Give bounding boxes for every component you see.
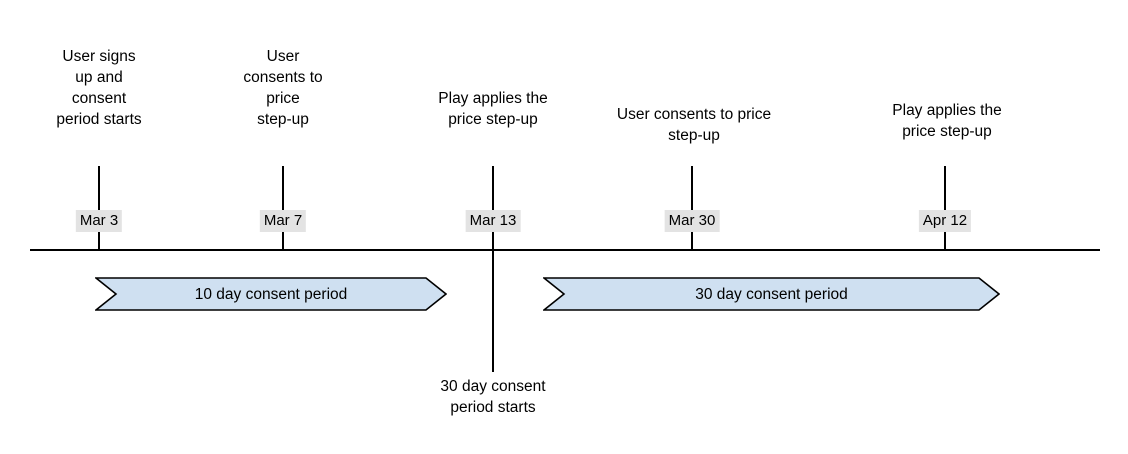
event-label-mar-30: User consents to price step-up: [616, 106, 772, 144]
date-chip-apr-12: Apr 12: [918, 210, 972, 232]
below-label-30-day-start: 30 day consent period starts: [440, 378, 546, 416]
date-chip-mar-30: Mar 30: [664, 210, 720, 232]
chevron-shape-30-day: [543, 277, 1000, 311]
date-chip-mar-7: Mar 7: [259, 210, 307, 232]
period-label-30-day: 30 day consent period: [695, 285, 848, 303]
event-label-apr-12: Play applies the price step-up: [892, 102, 1002, 140]
event-label-mar-7: User consents to price step-up: [243, 48, 323, 128]
tick-mar-13-below: [492, 250, 494, 372]
period-label-10-day: 10 day consent period: [194, 285, 348, 303]
period-banner-10-day: 10 day consent period: [95, 277, 447, 311]
date-chip-mar-13: Mar 13: [465, 210, 521, 232]
tick-mar-7: [282, 166, 284, 250]
period-banner-30-day: 30 day consent period: [543, 277, 1000, 311]
tick-mar-13: [492, 166, 494, 250]
chevron-shape-10-day: [95, 277, 447, 311]
timeline-axis: [30, 249, 1100, 251]
tick-mar-3: [98, 166, 100, 250]
date-chip-mar-3: Mar 3: [75, 210, 123, 232]
tick-apr-12: [944, 166, 946, 250]
event-label-mar-3: User signs up and consent period starts: [56, 48, 142, 128]
tick-mar-30: [691, 166, 693, 250]
event-label-mar-13: Play applies the price step-up: [438, 90, 548, 128]
